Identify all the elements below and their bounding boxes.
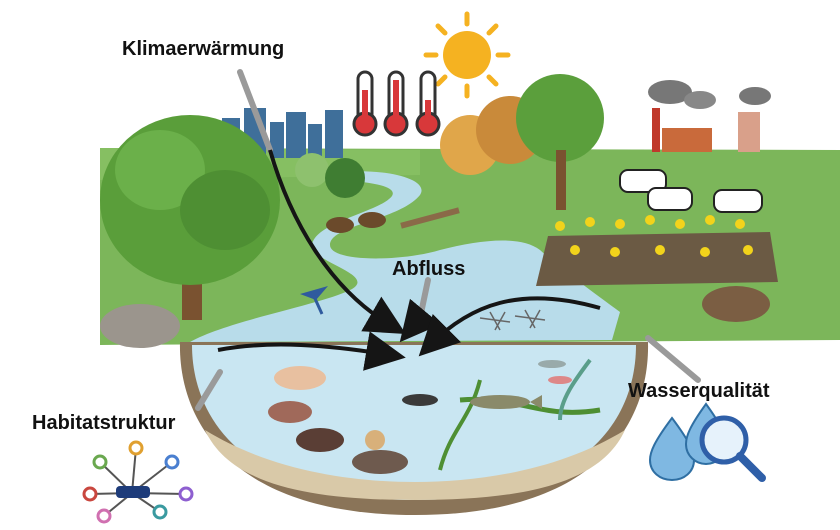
- beaver-icon: [326, 207, 460, 233]
- bird-icon: [300, 286, 328, 315]
- label-habitat-structure: Habitatstruktur: [32, 412, 176, 434]
- network-icon: [82, 440, 194, 524]
- dragonfly-icon: [479, 309, 546, 331]
- rock-group: [100, 286, 770, 348]
- tree-icon: [100, 115, 280, 320]
- label-runoff: Abfluss: [392, 258, 466, 280]
- label-water-quality: Wasserqualität: [628, 380, 770, 402]
- label-climate-warming: Klimaerwärmung: [122, 38, 285, 60]
- influence-arrows: [217, 149, 601, 371]
- fish-icon: [470, 360, 572, 409]
- aquatic-life: [268, 358, 601, 474]
- magnifier-icon: [699, 415, 766, 482]
- factory-icon: [648, 80, 771, 152]
- flower-field: [536, 215, 778, 286]
- tree-group: [295, 74, 604, 210]
- cow-icon: [619, 169, 763, 213]
- riverbed: [205, 430, 625, 500]
- sun-icon: [423, 11, 511, 99]
